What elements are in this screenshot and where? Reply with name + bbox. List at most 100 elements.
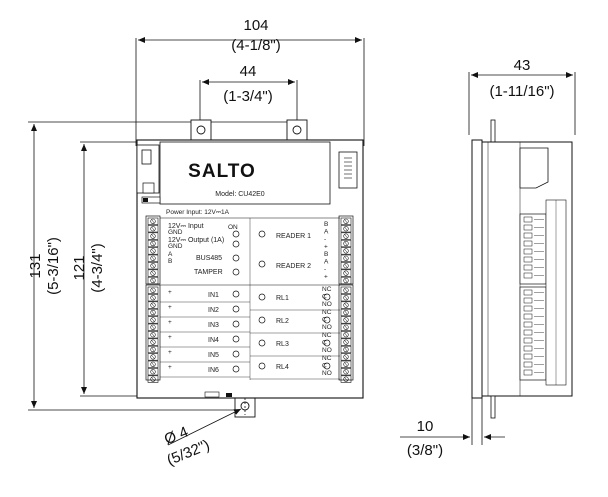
relay-terminal-label: NO bbox=[322, 370, 332, 377]
reader-terminal-label: + bbox=[324, 274, 328, 281]
led-icon bbox=[232, 254, 240, 262]
relay-terminal-label: NO bbox=[322, 347, 332, 354]
led-icon bbox=[323, 339, 331, 347]
dimension-standoff bbox=[400, 398, 505, 445]
input-plus-marker: + bbox=[168, 319, 172, 326]
left-terminal bbox=[147, 217, 159, 225]
left-terminal bbox=[147, 286, 159, 294]
left-terminal bbox=[147, 232, 159, 240]
left-terminal bbox=[147, 308, 159, 317]
brand-logo: SALTO bbox=[188, 161, 256, 182]
right-terminal bbox=[340, 331, 352, 339]
dimension-overall-height bbox=[28, 121, 300, 411]
reader-terminal-label: B bbox=[324, 221, 328, 228]
right-terminal bbox=[340, 316, 352, 324]
led-icon bbox=[258, 339, 266, 347]
standoff-mm: 10 bbox=[417, 418, 434, 435]
right-terminal bbox=[340, 232, 352, 240]
left-terminal bbox=[147, 338, 159, 346]
relay-label-4: RL4 bbox=[276, 364, 289, 371]
right-terminal bbox=[340, 345, 352, 354]
left-terminal bbox=[147, 345, 159, 354]
led-icon bbox=[323, 293, 331, 301]
led-icon bbox=[258, 293, 266, 301]
reader1-label: READER 1 bbox=[276, 233, 311, 240]
input-plus-marker: + bbox=[168, 304, 172, 311]
left-terminal bbox=[147, 323, 159, 331]
right-terminal bbox=[340, 262, 352, 270]
right-terminal bbox=[340, 217, 352, 225]
power-switch bbox=[141, 149, 152, 165]
front-view: SALTO Model: CU42E0 Power Input: 12V⎓1A … bbox=[136, 119, 364, 418]
relay-terminal-label: NC bbox=[322, 309, 332, 316]
input-label-6: IN6 bbox=[208, 367, 219, 374]
relay-terminal-label: NC bbox=[322, 286, 332, 293]
left-terminal bbox=[147, 269, 159, 277]
bus-b-label: B bbox=[168, 258, 172, 265]
gnd-label-2: GND bbox=[168, 243, 183, 250]
overall-height-mm: 131 bbox=[27, 253, 44, 278]
input-plus-marker: + bbox=[168, 349, 172, 356]
led-icon bbox=[232, 290, 240, 298]
dimension-depth bbox=[468, 72, 576, 135]
hole-spacing-mm: 44 bbox=[240, 63, 257, 80]
relay-label-3: RL3 bbox=[276, 341, 289, 348]
left-terminal bbox=[147, 254, 159, 262]
input-plus-marker: + bbox=[168, 289, 172, 296]
overall-width-inch: (4-1/8") bbox=[231, 37, 281, 54]
right-terminal bbox=[340, 301, 352, 309]
side-view: 43 (1-11/16") bbox=[468, 57, 576, 419]
led-indicators bbox=[232, 230, 331, 373]
output-12v-label: 12V⎓ Output (1A) bbox=[168, 237, 224, 244]
left-terminal bbox=[147, 360, 159, 368]
relay-label-1: RL1 bbox=[276, 295, 289, 302]
led-icon bbox=[232, 320, 240, 328]
right-terminal bbox=[340, 276, 352, 285]
led-icon bbox=[323, 316, 331, 324]
reader-terminal-label: A bbox=[324, 259, 329, 266]
dimension-overall-width bbox=[135, 37, 365, 146]
bus-a-label: A bbox=[168, 251, 173, 258]
left-terminal bbox=[147, 331, 159, 339]
led-icon bbox=[258, 362, 266, 370]
standoff-inch: (3/8") bbox=[407, 442, 443, 459]
right-terminal bbox=[340, 254, 352, 262]
depth-mm: 43 bbox=[514, 57, 531, 74]
left-terminal-strip bbox=[145, 215, 161, 383]
bus485-label: BUS485 bbox=[196, 255, 222, 262]
reader-terminal-label: + bbox=[324, 244, 328, 251]
led-icon bbox=[258, 230, 266, 238]
side-terminal-blocks bbox=[519, 199, 567, 386]
led-icon bbox=[258, 316, 266, 324]
tamper-label: TAMPER bbox=[194, 269, 223, 276]
side-base-plate bbox=[471, 139, 483, 399]
depth-inch: (1-11/16") bbox=[489, 83, 554, 100]
left-terminal bbox=[147, 262, 159, 270]
input-label-4: IN4 bbox=[208, 337, 219, 344]
model-label: Model: CU42E0 bbox=[215, 191, 265, 198]
input-label-3: IN3 bbox=[208, 322, 219, 329]
reader-terminal-label: - bbox=[324, 236, 326, 243]
led-icon bbox=[232, 268, 240, 276]
right-terminal bbox=[340, 323, 352, 331]
top-mounting-tab-right bbox=[286, 119, 308, 143]
input-label-5: IN5 bbox=[208, 352, 219, 359]
right-terminal bbox=[340, 286, 352, 294]
gnd-label-1: GND bbox=[168, 229, 183, 236]
left-terminal bbox=[147, 247, 159, 255]
right-terminal bbox=[340, 360, 352, 368]
led-icon bbox=[258, 260, 266, 268]
right-terminal-strip bbox=[338, 215, 354, 383]
cover-panel bbox=[159, 141, 331, 205]
relay-terminal-label: C bbox=[322, 340, 327, 347]
dimension-hole-spacing bbox=[199, 79, 298, 124]
input-12v-label: 12V⎓ Input bbox=[168, 223, 204, 230]
relay-terminal-label: NC bbox=[322, 355, 332, 362]
left-terminal bbox=[147, 368, 159, 376]
reader-terminal-label: B bbox=[324, 251, 328, 258]
body-height-inch: (4-3/4") bbox=[89, 243, 106, 293]
led-icon bbox=[323, 362, 331, 370]
overall-width-mm: 104 bbox=[243, 17, 268, 34]
right-terminal bbox=[340, 247, 352, 255]
